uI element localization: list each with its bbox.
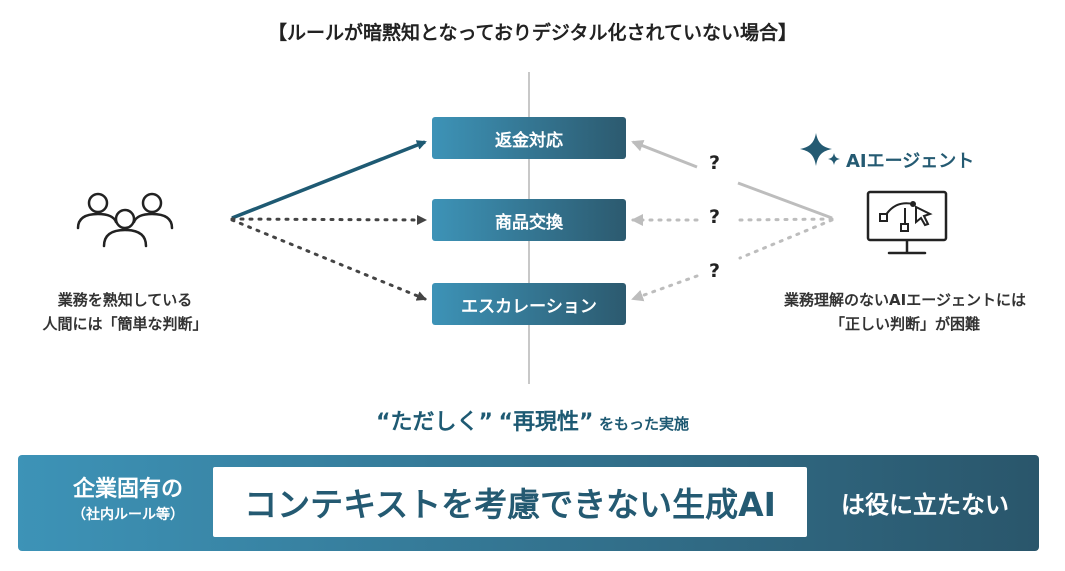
tagline-execution: をもった実施: [598, 415, 689, 433]
escalation-box: エスカレーション: [432, 283, 626, 325]
question-mark-top: ?: [709, 152, 721, 174]
question-mark-bottom: ?: [709, 260, 721, 282]
human-to-refund-arrow: [231, 140, 427, 220]
human-caption: 業務を熟知している 人間には「簡単な判断」: [20, 288, 230, 336]
agent-to-refund-arrow-seg: [737, 181, 833, 220]
people-group-icon: [76, 192, 174, 248]
agent-caption: 業務理解のないAIエージェントには 「正しい判断」が困難: [745, 288, 1065, 336]
banner-left: 企業固有の （社内ルール等）: [38, 475, 218, 525]
sparkle-icon: [800, 133, 840, 166]
tagline: “ただしく” “再現性” をもった実施: [0, 404, 1065, 436]
human-caption-line2: 人間には「簡単な判断」: [42, 315, 208, 333]
agent-caption-line2: 「正しい判断」が困難: [829, 315, 980, 333]
agent-caption-line1: 業務理解のないAIエージェントには: [784, 291, 1026, 309]
agent-to-exchange-arrow-seg: [738, 217, 834, 222]
human-to-exchange-arrow: [230, 214, 427, 225]
banner-left-sub: （社内ルール等）: [72, 507, 184, 523]
agent-to-escalation-arrow-seg: [738, 218, 834, 260]
tagline-reproducible: “再現性”: [498, 410, 594, 435]
page-title: 【ルールが暗黙知となっておりデジタル化されていない場合】: [268, 22, 797, 44]
human-caption-line1: 業務を熟知している: [57, 291, 193, 309]
refund-box: 返金対応: [432, 117, 626, 159]
banner-right: は役に立たない: [841, 491, 1009, 519]
human-to-escalation-arrow: [230, 218, 427, 301]
question-mark-middle: ?: [709, 206, 721, 228]
exchange-box: 商品交換: [432, 199, 626, 241]
conclusion-banner: 企業固有の （社内ルール等） コンテキストを考慮できない生成AI は役に立たない: [18, 455, 1039, 551]
banner-center-text: コンテキストを考慮できない生成AI: [244, 485, 776, 524]
banner-center-box: コンテキストを考慮できない生成AI: [213, 467, 807, 537]
agent-to-refund-arrow: [631, 140, 698, 169]
agent-label: AIエージェント: [846, 151, 975, 172]
monitor-cursor-icon: [866, 190, 948, 255]
banner-left-main: 企業固有の: [72, 477, 183, 502]
tagline-accurate: “ただしく”: [375, 410, 493, 435]
agent-to-escalation-arrow: [631, 274, 699, 302]
